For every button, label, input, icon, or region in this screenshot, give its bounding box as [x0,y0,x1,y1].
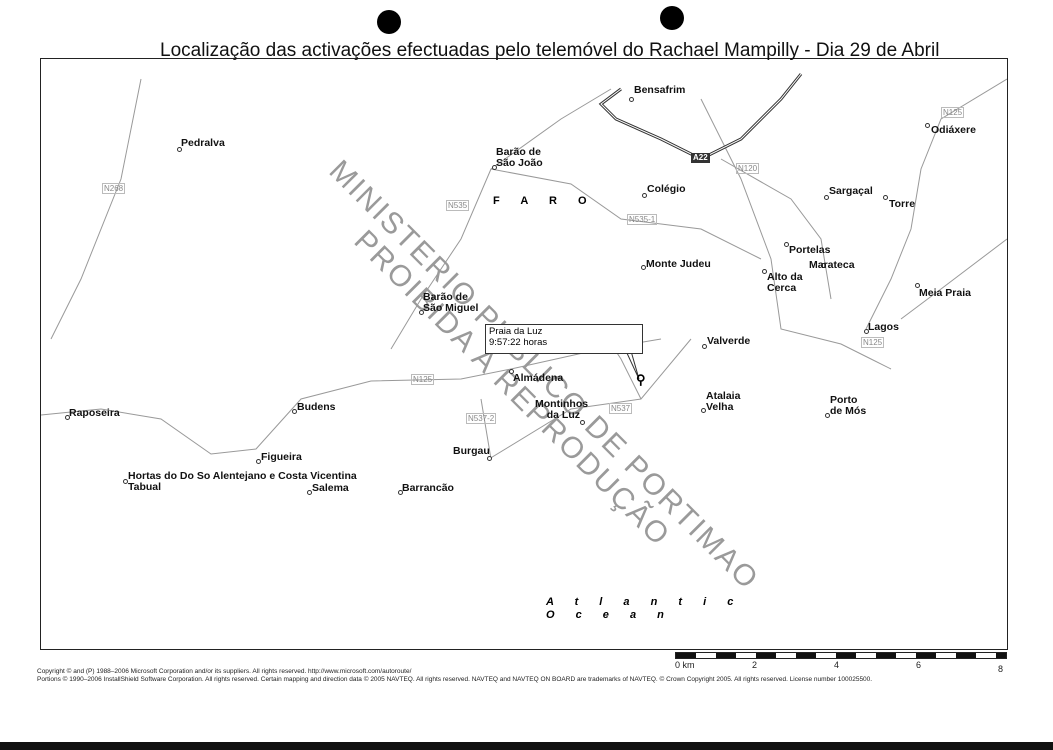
place-label[interactable]: Colégio [647,183,686,195]
place-label[interactable]: Torre [889,198,916,210]
place-label[interactable]: Odiáxere [931,124,976,136]
road-label: N125 [861,337,885,348]
place-label[interactable]: Valverde [707,335,751,347]
road-label: N120 [736,163,760,174]
road [50,78,142,340]
place-dot [825,413,830,418]
place-dot [629,97,634,102]
place-dot [784,242,789,247]
place-dot [256,459,261,464]
place-dot [824,195,829,200]
scale-tick: 6 [916,660,922,670]
a22-motorway-inner [600,73,802,160]
place-label[interactable]: Portelas [789,244,831,256]
road-label: N537-2 [466,413,497,424]
region-label: F A R O [493,195,596,207]
road [490,168,762,260]
road-label: N125 [411,374,435,385]
place-label[interactable]: Bensafrim [634,84,686,96]
scan-edge [0,742,1053,750]
map-frame[interactable]: MINISTERIO PUBLICO DE PORTIMAO PROIBIDA … [40,58,1008,650]
road [865,78,1007,330]
place-dot [487,456,492,461]
place-label[interactable]: Barrancão [402,482,454,494]
punch-hole [377,10,401,34]
place-label[interactable]: Meia Praia [919,287,971,299]
place-label[interactable]: Burgau [453,445,490,457]
place-label[interactable]: Hortas do Do So Alentejano e Costa Vicen… [128,470,357,493]
scale-tick: 4 [834,660,840,670]
place-dot [925,123,930,128]
scale-bar [675,652,1007,659]
place-label[interactable]: Almádena [513,372,564,384]
place-label[interactable]: Raposeira [69,407,120,419]
road-label: N537 [609,403,633,414]
map-title: Localização das activações efectuadas pe… [160,40,940,61]
place-dot [580,420,585,425]
place-label[interactable]: Budens [297,401,336,413]
place-dot [821,263,826,268]
scale-label: 0 km [675,660,695,670]
ocean-label: A t l a n t i c O c e a n [546,596,743,621]
callout-pointer [625,350,640,380]
road [480,338,692,460]
road [390,88,612,350]
place-dot [701,408,706,413]
place-label[interactable]: Figueira [261,451,302,463]
road-label: N535 [446,200,470,211]
place-dot [641,265,646,270]
place-dot [292,409,297,414]
road [700,98,892,370]
callout-place: Praia da Luz [489,326,543,337]
cell-tower-icon[interactable]: ⚲ [636,372,646,387]
callout-time: 9:57:22 horas [489,337,548,348]
place-dot [702,344,707,349]
place-label[interactable]: Salema [312,482,349,494]
scale-tick: 8 [998,664,1004,674]
a22-motorway [598,73,803,161]
place-dot [492,165,497,170]
road-network [41,73,1007,460]
place-dot [864,329,869,334]
place-dot [509,369,514,374]
punch-hole [660,6,684,30]
place-label[interactable]: Marateca [809,259,855,271]
place-label[interactable]: Sargaçal [829,185,873,197]
road [900,238,1007,320]
place-dot [65,415,70,420]
location-callout: Praia da Luz 9:57:22 horas [485,324,643,354]
place-dot [123,479,128,484]
road-label: N268 [102,183,126,194]
place-dot [883,195,888,200]
copyright-notice: Copyright © and (P) 1988–2006 Microsoft … [37,668,873,683]
road [720,158,832,300]
place-dot [642,193,647,198]
place-dot [419,310,424,315]
place-dot [307,490,312,495]
place-dot [398,490,403,495]
place-label[interactable]: Monte Judeu [646,258,711,270]
place-dot [915,283,920,288]
road-label: N125 [941,107,965,118]
scale-tick: 2 [752,660,758,670]
place-dot [177,147,182,152]
motorway-shield: A22 [691,153,710,163]
road [41,338,662,455]
place-dot [762,269,767,274]
road-label: N535-1 [627,214,658,225]
place-label[interactable]: Lagos [868,321,899,333]
place-label[interactable]: Pedralva [181,137,225,149]
